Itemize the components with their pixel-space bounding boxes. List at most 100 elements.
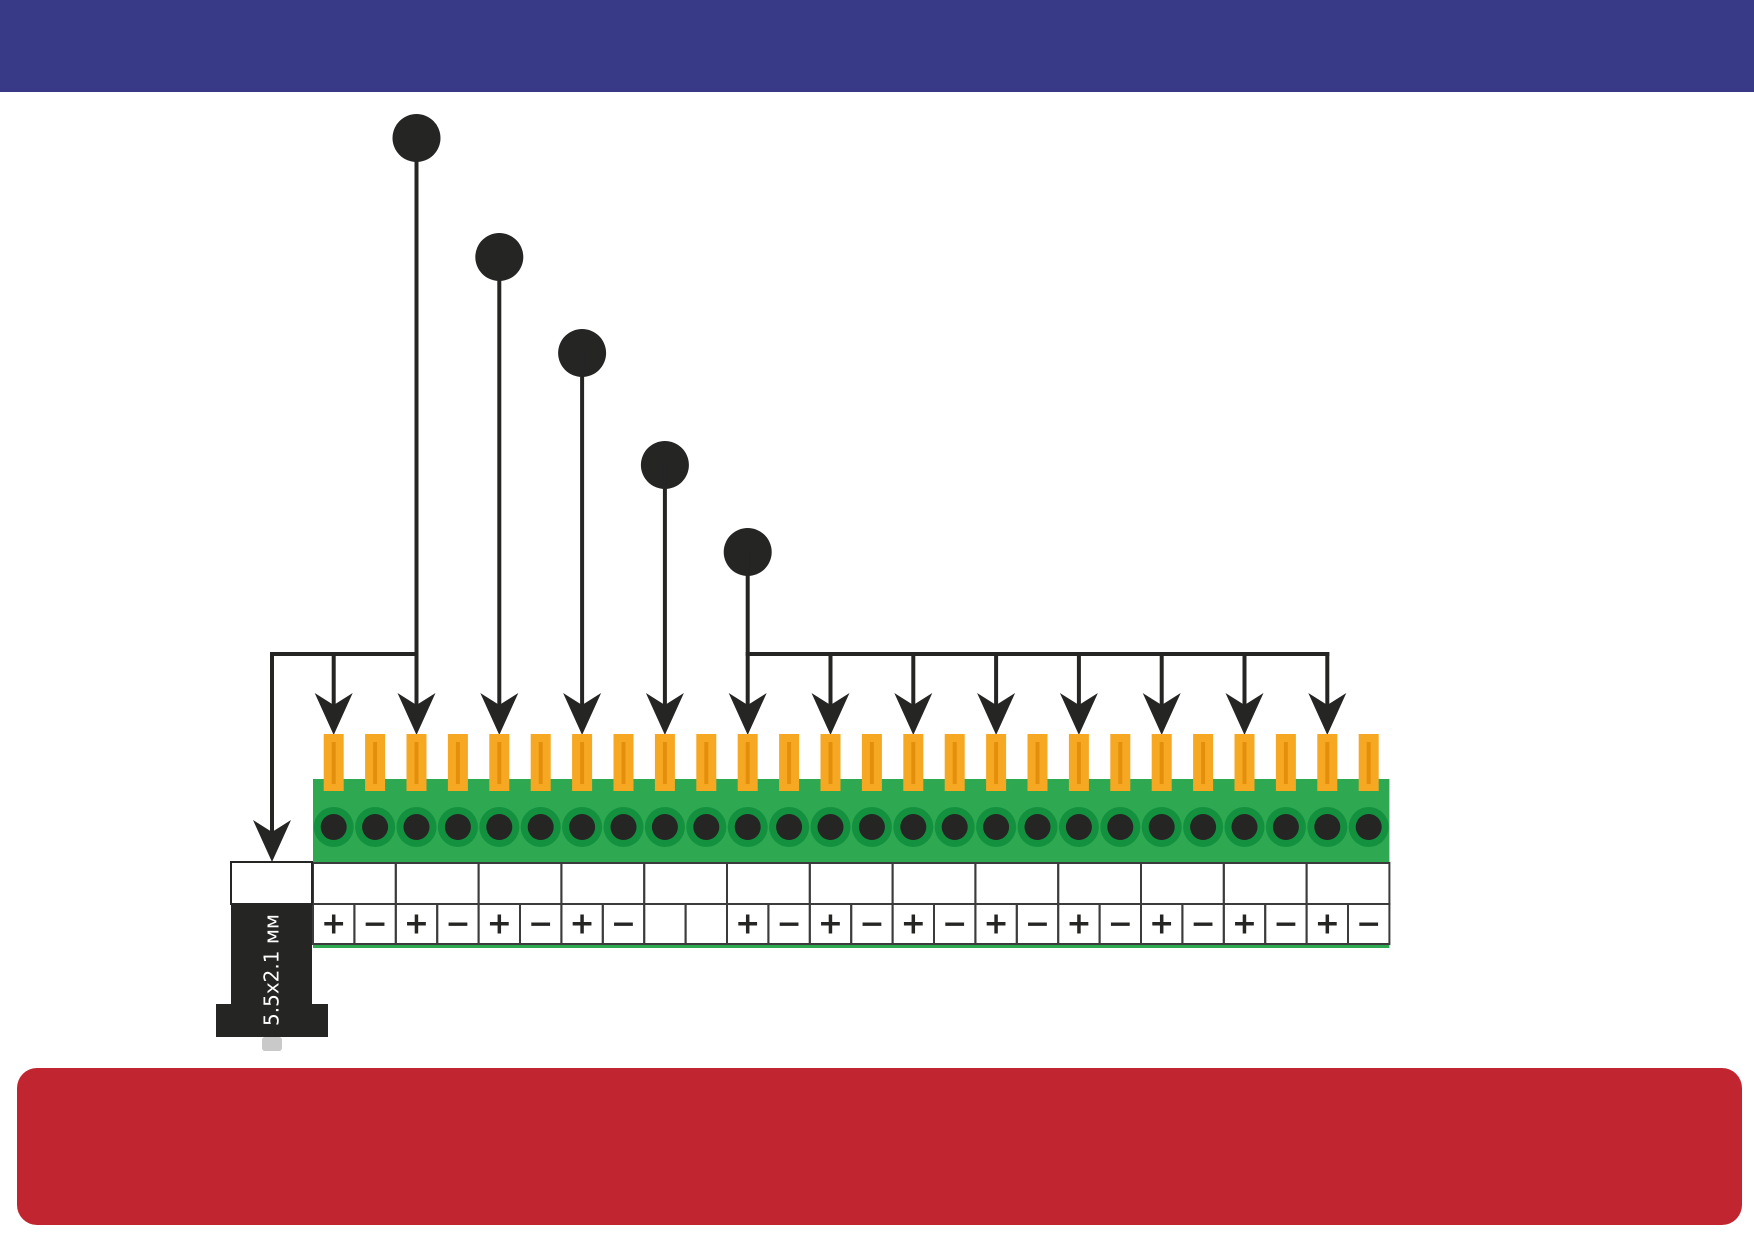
terminal-screw <box>1148 814 1175 840</box>
terminal-pin-stripe <box>1159 742 1164 784</box>
polarity-label: − <box>1108 907 1133 942</box>
terminal-screw <box>403 814 430 840</box>
polarity-label: + <box>735 907 760 942</box>
terminal-screw <box>941 814 968 840</box>
terminal-screw <box>1355 814 1382 840</box>
terminal-screw <box>693 814 720 840</box>
drop-arrow <box>1059 693 1098 735</box>
polarity-label: − <box>1191 907 1216 942</box>
input-arrow <box>645 693 684 735</box>
terminal-pin-stripe <box>455 742 460 784</box>
drop-arrow <box>1308 693 1347 735</box>
terminal-pin-stripe <box>1035 742 1040 784</box>
terminal-screw <box>527 814 554 840</box>
terminal-screw <box>444 814 471 840</box>
polarity-label: − <box>1025 907 1050 942</box>
drop-arrow <box>811 693 850 735</box>
terminal-screw <box>817 814 844 840</box>
polarity-label: + <box>487 907 512 942</box>
terminal-pin-stripe <box>538 742 543 784</box>
terminal-screw <box>486 814 513 840</box>
terminal-screw <box>320 814 347 840</box>
terminal-screw <box>1107 814 1134 840</box>
terminal-pin-stripe <box>1366 742 1371 784</box>
polarity-label: + <box>818 907 843 942</box>
terminal-pin-stripe <box>787 742 792 784</box>
drop-arrow <box>894 693 933 735</box>
terminal-pin-stripe <box>373 742 378 784</box>
polarity-label: − <box>859 907 884 942</box>
terminal-screw <box>610 814 637 840</box>
terminal-screw <box>362 814 389 840</box>
terminal-screw <box>858 814 885 840</box>
terminal-screw <box>983 814 1010 840</box>
terminal-pin-stripe <box>1325 742 1330 784</box>
polarity-label: − <box>1356 907 1381 942</box>
terminal-screw <box>1065 814 1092 840</box>
terminal-screw <box>734 814 761 840</box>
terminal-pin-stripe <box>869 742 874 784</box>
drop-arrow <box>314 693 353 735</box>
polarity-label: + <box>321 907 346 942</box>
terminal-pin-stripe <box>704 742 709 784</box>
polarity-label: − <box>1273 907 1298 942</box>
polarity-label: − <box>528 907 553 942</box>
input-arrow <box>397 693 436 735</box>
drop-arrow <box>1142 693 1181 735</box>
terminal-pin-stripe <box>1283 742 1288 784</box>
polarity-label: + <box>1066 907 1091 942</box>
polarity-cell <box>1347 903 1391 945</box>
terminal-screw <box>1314 814 1341 840</box>
bottom-banner <box>17 1068 1742 1225</box>
polarity-label: + <box>1232 907 1257 942</box>
jack-label: 5.5x2.1 мм <box>260 914 284 1026</box>
polarity-label: − <box>445 907 470 942</box>
polarity-label: + <box>570 907 595 942</box>
terminal-pin-stripe <box>994 742 999 784</box>
terminal-pin-stripe <box>828 742 833 784</box>
terminal-screw <box>1231 814 1258 840</box>
wires <box>253 114 1347 862</box>
polarity-label: − <box>363 907 388 942</box>
terminal-pin-stripe <box>745 742 750 784</box>
terminal-pin-stripe <box>331 742 336 784</box>
input-arrow <box>480 693 519 735</box>
jack-arrow <box>253 820 291 862</box>
terminal-pin-stripe <box>911 742 916 784</box>
polarity-label: + <box>404 907 429 942</box>
terminal-pin-stripe <box>1242 742 1247 784</box>
terminal-pin-stripe <box>952 742 957 784</box>
polarity-label: + <box>1149 907 1174 942</box>
top-banner <box>0 0 1754 92</box>
terminal-screw <box>1272 814 1299 840</box>
terminal-pin-stripe <box>580 742 585 784</box>
terminal-pin-stripe <box>1201 742 1206 784</box>
polarity-label: − <box>611 907 636 942</box>
polarity-label: − <box>942 907 967 942</box>
terminal-screw <box>1024 814 1051 840</box>
input-arrow <box>728 693 767 735</box>
terminal-screw <box>776 814 803 840</box>
terminal-pin-stripe <box>1118 742 1123 784</box>
polarity-label: + <box>901 907 926 942</box>
polarity-label: + <box>1315 907 1340 942</box>
jack-top-cell <box>230 861 313 905</box>
jack-pin <box>262 1037 282 1051</box>
input-arrow <box>563 693 602 735</box>
terminal-block <box>312 734 1391 948</box>
terminal-pin-stripe <box>621 742 626 784</box>
terminal-pin-stripe <box>662 742 667 784</box>
terminal-screw <box>1190 814 1217 840</box>
polarity-labels: +−+−+−+−+−+−+−+−+−+−+−+− <box>321 907 1381 942</box>
drop-arrow <box>1225 693 1264 735</box>
drop-arrow <box>977 693 1016 735</box>
terminal-screw <box>900 814 927 840</box>
polarity-label: + <box>984 907 1009 942</box>
terminal-screw <box>651 814 678 840</box>
jack-body <box>231 904 312 1006</box>
terminal-screw <box>569 814 596 840</box>
terminal-pin-stripe <box>1076 742 1081 784</box>
terminal-pin-stripe <box>497 742 502 784</box>
dc-jack: 5.5x2.1 мм <box>216 861 328 1051</box>
terminal-pin-stripe <box>414 742 419 784</box>
